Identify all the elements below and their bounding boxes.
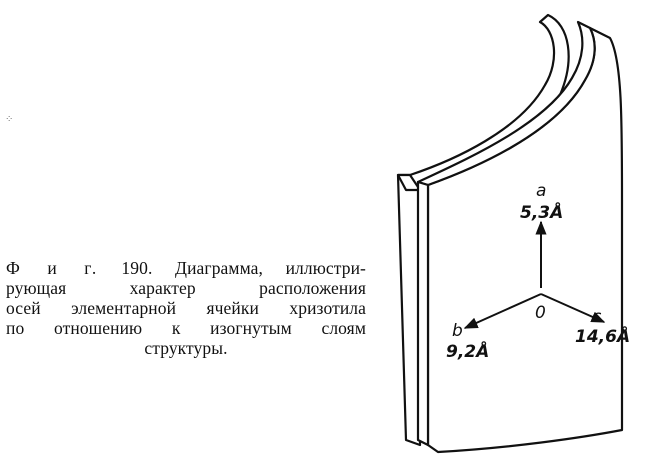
axis-a-name: a [536,181,546,201]
origin-label: 0 [535,303,546,323]
axis-b-arrow [463,293,542,329]
scan-speck: ⁘ [5,114,14,125]
caption-line-3: осей элементарной ячейки хризотила [6,298,366,318]
front-layer-edge [416,180,430,447]
axis-a-value: 5,3Å [520,200,563,223]
front-layer-rim [416,20,596,187]
caption-line-5: структуры. [144,338,228,358]
caption-line-2: рующая характер расположения [6,278,366,298]
caption-number: 190. [121,258,153,278]
caption-line-1-text: Диаграмма, иллюстри- [175,258,366,278]
axis-b-name: b [452,321,463,341]
axis-b-value: 9,2Å [446,339,489,362]
axis-c-value: 14,6Å [575,324,630,347]
axes-group: 0 a 5,3Å b 9,2Å c 14,6Å [446,181,630,362]
curved-layer-slab [396,13,624,454]
axis-c-arrow [540,293,606,323]
axis-c-name: c [592,307,602,327]
caption-line-4: по отношению к изогнутым слоям [6,318,366,338]
figure-caption: Ф и г. 190. Диаграмма, иллюстри- рующая … [6,258,366,358]
caption-prefix: Ф и г. [6,258,99,278]
caption-line-1: Ф и г. 190. Диаграмма, иллюстри- [6,258,366,278]
front-layer [426,26,624,454]
